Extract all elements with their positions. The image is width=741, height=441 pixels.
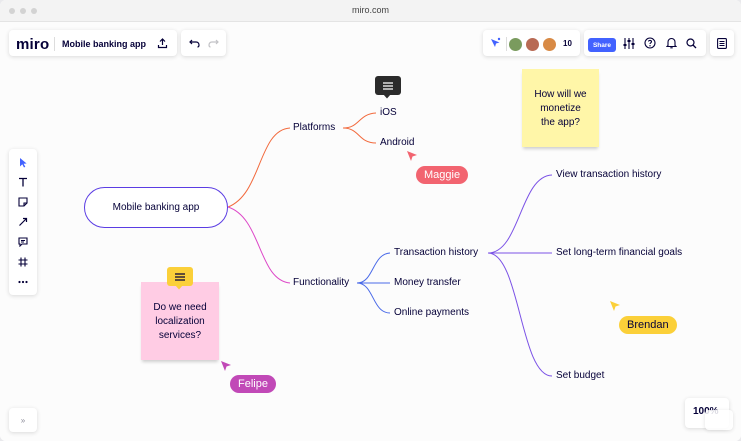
menu-icon[interactable] (715, 36, 729, 50)
connector-functionality-payments (356, 282, 391, 314)
cursor-pointer-icon (407, 151, 417, 161)
window-close-dot[interactable] (9, 8, 15, 14)
window-maximize-dot[interactable] (31, 8, 37, 14)
more-tools-icon[interactable] (14, 273, 32, 291)
browser-titlebar: miro.com (0, 0, 741, 22)
comment-bubble[interactable] (167, 267, 193, 286)
mindmap-node-ios[interactable]: iOS (380, 107, 397, 118)
frame-tool-icon[interactable] (14, 253, 32, 271)
sticky-note-text-line: the app? (541, 117, 580, 128)
settings-sliders-icon[interactable] (622, 36, 636, 50)
divider (506, 37, 507, 51)
connector-transaction-budget (487, 252, 553, 377)
url-text[interactable]: miro.com (351, 5, 389, 15)
bell-icon[interactable] (664, 36, 678, 50)
left-toolbar (9, 149, 37, 295)
mindmap-root-node[interactable]: Mobile banking app (84, 187, 228, 228)
undo-redo-panel (181, 30, 226, 56)
connector-transaction-view (487, 174, 553, 254)
collaborator-count[interactable]: 10 (563, 39, 572, 48)
reactions-icon[interactable] (488, 36, 502, 50)
divider (54, 37, 55, 51)
window-minimize-dot[interactable] (20, 8, 26, 14)
sticky-note-localization[interactable]: Do we need localization services? (141, 282, 219, 360)
cursor-pointer-icon (221, 361, 231, 371)
comment-bubble[interactable] (375, 76, 401, 95)
board-header-panel: miro Mobile banking app (9, 30, 177, 56)
mindmap-node-set-financial-goals[interactable]: Set long-term financial goals (556, 247, 683, 258)
actions-panel: Share (584, 30, 706, 56)
mindmap-node-online-payments[interactable]: Online payments (394, 307, 470, 318)
cursor-label-maggie: Maggie (416, 166, 469, 184)
mindmap-node-set-budget[interactable]: Set budget (556, 370, 605, 381)
board-name[interactable]: Mobile banking app (62, 39, 147, 49)
connector-root-platforms (227, 127, 291, 208)
text-tool-icon[interactable] (14, 173, 32, 191)
mindmap-node-functionality[interactable]: Functionality (293, 277, 350, 288)
avatar[interactable] (525, 37, 540, 52)
sticky-note-text-line: Do we need (153, 302, 207, 313)
sticky-note-text-line: How will we (534, 89, 587, 100)
connection-line-icon[interactable] (14, 213, 32, 231)
mindmap-node-view-transaction-history[interactable]: View transaction history (556, 169, 662, 180)
connector-platforms-android (342, 127, 377, 144)
board-canvas[interactable]: miro Mobile banking app 10 (0, 22, 741, 441)
mindmap-node-platforms[interactable]: Platforms (293, 122, 336, 133)
avatar[interactable] (542, 37, 557, 52)
comment-bubble-tail (383, 94, 391, 99)
select-tool-icon[interactable] (14, 153, 32, 171)
sticky-note-text-line: localization (155, 316, 205, 327)
cursor-label-felipe: Felipe (230, 375, 276, 393)
sticky-note-monetize[interactable]: How will we monetize the app? (522, 69, 599, 147)
comment-tool-icon[interactable] (14, 233, 32, 251)
sticky-note-text-line: monetize (540, 103, 581, 114)
avatar[interactable] (508, 37, 523, 52)
cursor-pointer-icon (610, 301, 620, 311)
connector-root-functionality (227, 206, 291, 284)
connector-functionality-transaction (356, 252, 391, 284)
connector-platforms-ios (342, 112, 377, 129)
board-menu-panel (710, 30, 734, 56)
upload-icon[interactable] (155, 36, 169, 50)
sticky-note-text-line: services? (158, 330, 202, 341)
search-icon[interactable] (684, 36, 698, 50)
cursor-label-brendan: Brendan (619, 316, 677, 334)
mindmap-node-transaction-history[interactable]: Transaction history (394, 247, 479, 258)
undo-icon[interactable] (187, 36, 201, 50)
expand-panel-button[interactable]: » (9, 408, 37, 432)
help-icon[interactable] (643, 36, 657, 50)
redo-icon[interactable] (206, 36, 220, 50)
collaborators-panel: 10 (483, 30, 580, 56)
share-button[interactable]: Share (588, 38, 616, 52)
mindmap-node-android[interactable]: Android (380, 137, 415, 148)
minimap-panel[interactable] (705, 410, 733, 430)
mindmap-connectors (227, 112, 553, 377)
sticky-note-tool-icon[interactable] (14, 193, 32, 211)
miro-logo[interactable]: miro (16, 36, 50, 53)
mindmap-node-money-transfer[interactable]: Money transfer (394, 277, 461, 288)
comment-bubble-tail (175, 285, 183, 290)
